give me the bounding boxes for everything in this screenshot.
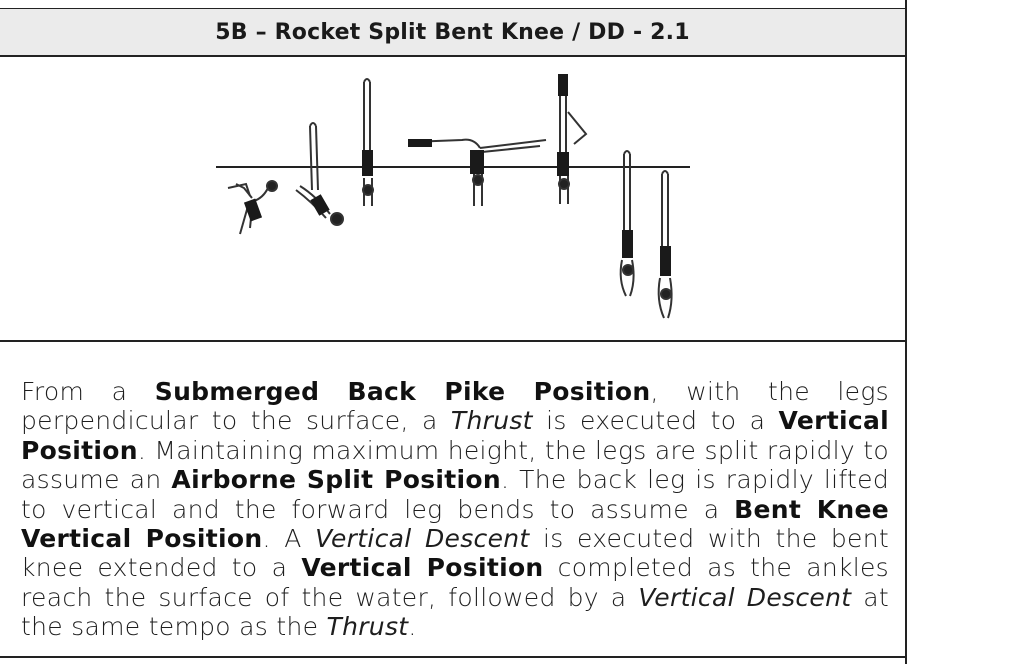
swimmer-1 xyxy=(227,180,278,235)
figure-panel xyxy=(0,56,905,340)
description-segment: , with the legs perpendicular to the sur… xyxy=(21,377,889,436)
description-segment: Airborne Split Position xyxy=(171,465,501,495)
bottom-divider xyxy=(0,656,907,658)
description-segment: From a xyxy=(21,377,155,406)
title-band: 5B – Rocket Split Bent Knee / DD - 2.1 xyxy=(0,9,905,56)
element-description: From a Submerged Back Pike Position, wit… xyxy=(21,377,889,642)
description-segment: Thrust xyxy=(326,612,409,642)
swimmer-2 xyxy=(295,122,344,226)
description-segment: Submerged Back Pike Position xyxy=(154,377,651,406)
description-segment: is executed with the bent knee extended … xyxy=(21,524,889,583)
description-segment: Vertical Position xyxy=(21,406,889,465)
figure-card: 5B – Rocket Split Bent Knee / DD - 2.1 xyxy=(0,0,907,664)
swimmer-3 xyxy=(362,78,374,206)
swimmer-5 xyxy=(557,74,588,204)
description-segment: is executed to a xyxy=(532,406,779,436)
description-segment: . A xyxy=(262,524,316,554)
description-segment: . Maintaining maximum height, the legs a… xyxy=(21,435,889,495)
description-segment: . xyxy=(408,612,417,642)
description-segment: completed as the ankles reach the surfac… xyxy=(21,553,890,612)
description-segment: Vertical Position xyxy=(301,553,544,583)
description-segment: . The back leg is rapidly lifted to vert… xyxy=(21,465,889,524)
description-segment: Vertical Descent xyxy=(315,524,530,554)
swimmer-7 xyxy=(657,170,673,319)
swimmer-figure-sequence-illustration xyxy=(216,74,690,319)
swimmer-4 xyxy=(408,138,547,206)
description-segment: Thrust xyxy=(450,406,533,436)
description-segment: Bent Knee Vertical Position xyxy=(21,494,889,554)
element-title: 5B – Rocket Split Bent Knee / DD - 2.1 xyxy=(215,20,690,45)
description-segment: at the same tempo as the xyxy=(21,582,889,642)
description-segment: Vertical Descent xyxy=(638,582,852,612)
swimmer-6 xyxy=(619,150,635,297)
figure-divider xyxy=(0,340,907,342)
title-divider xyxy=(0,55,907,57)
